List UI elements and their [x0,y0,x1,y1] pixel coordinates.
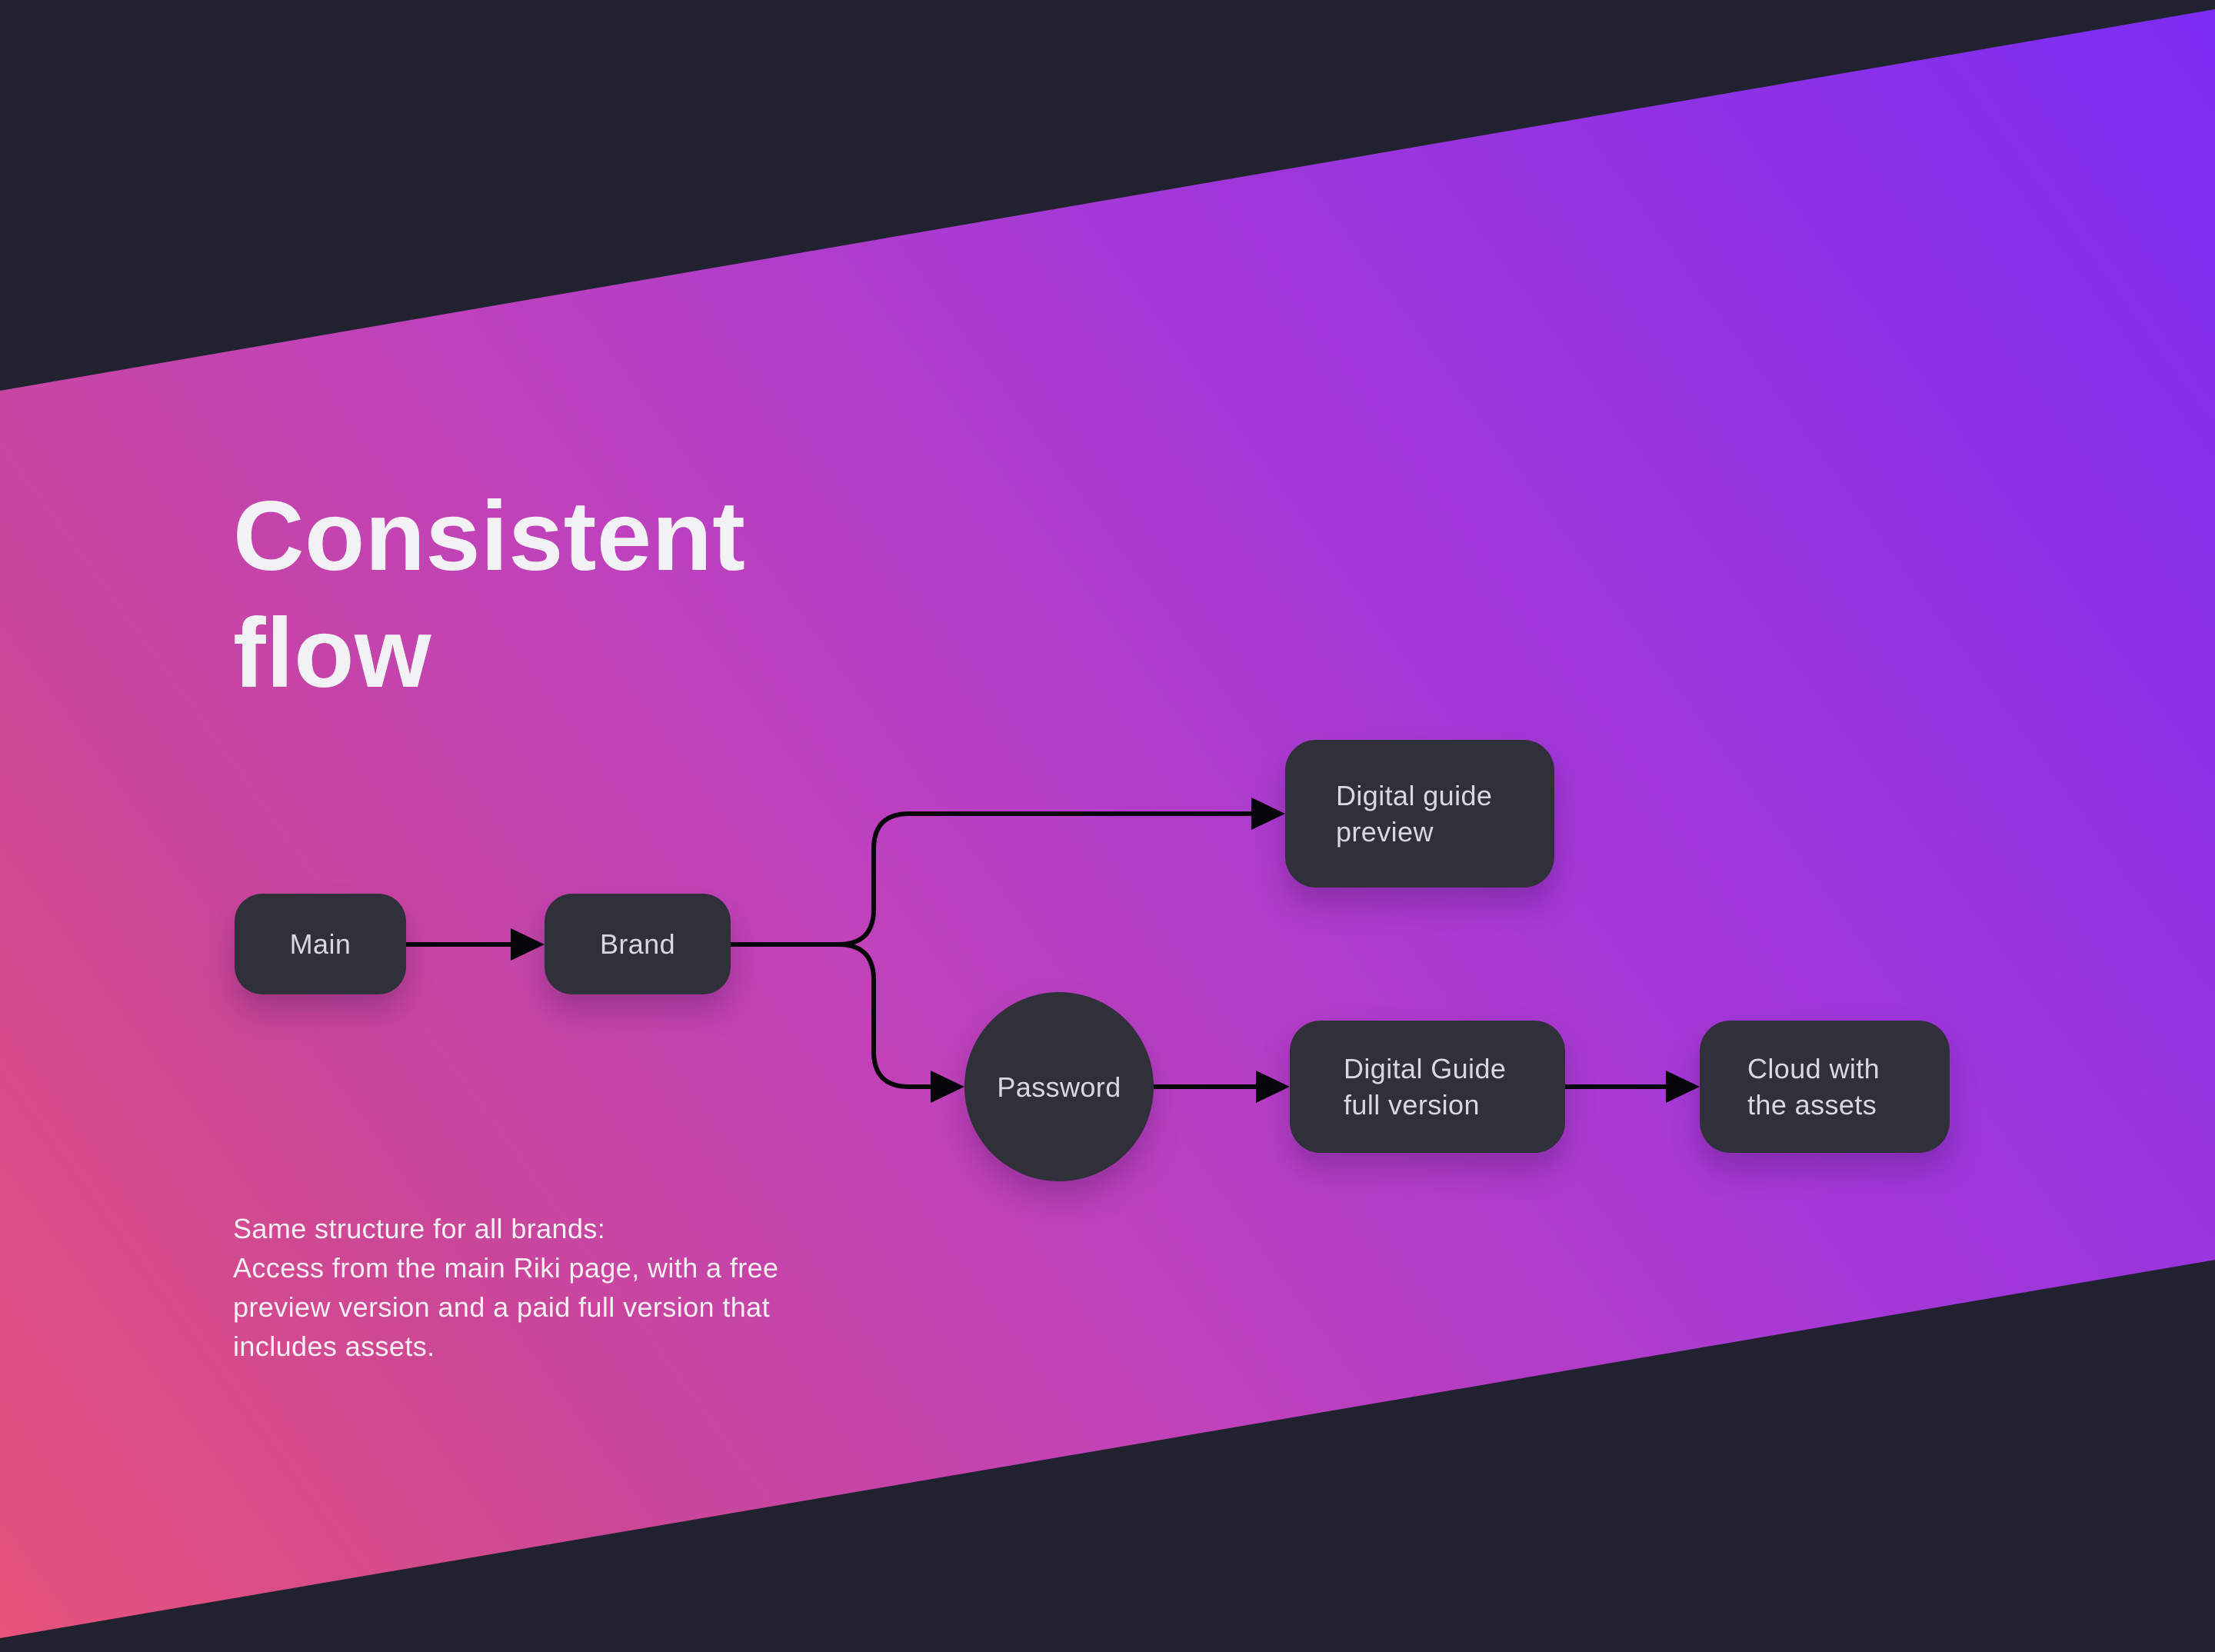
flow-node-digital-guide-preview-label: Digital guide preview [1336,780,1493,848]
flow-node-digital-guide-full-label: Digital Guide full version [1344,1053,1507,1121]
flow-node-password: Password [964,992,1154,1181]
flow-node-brand-label: Brand [599,928,676,960]
flow-node-digital-guide-preview: Digital guide preview [1285,740,1554,888]
flow-node-main: Main [235,894,406,994]
flow-node-cloud-assets-label: Cloud with the assets [1747,1053,1880,1121]
slide-title: Consistent flow [233,481,746,708]
flow-node-main-label: Main [289,928,351,960]
flow-node-brand: Brand [545,894,731,994]
slide-description: Same structure for all brands: Access fr… [233,1213,779,1362]
flow-node-password-label: Password [997,1071,1121,1103]
flow-node-digital-guide-full: Digital Guide full version [1290,1021,1565,1153]
flow-node-cloud-assets: Cloud with the assets [1700,1021,1950,1153]
